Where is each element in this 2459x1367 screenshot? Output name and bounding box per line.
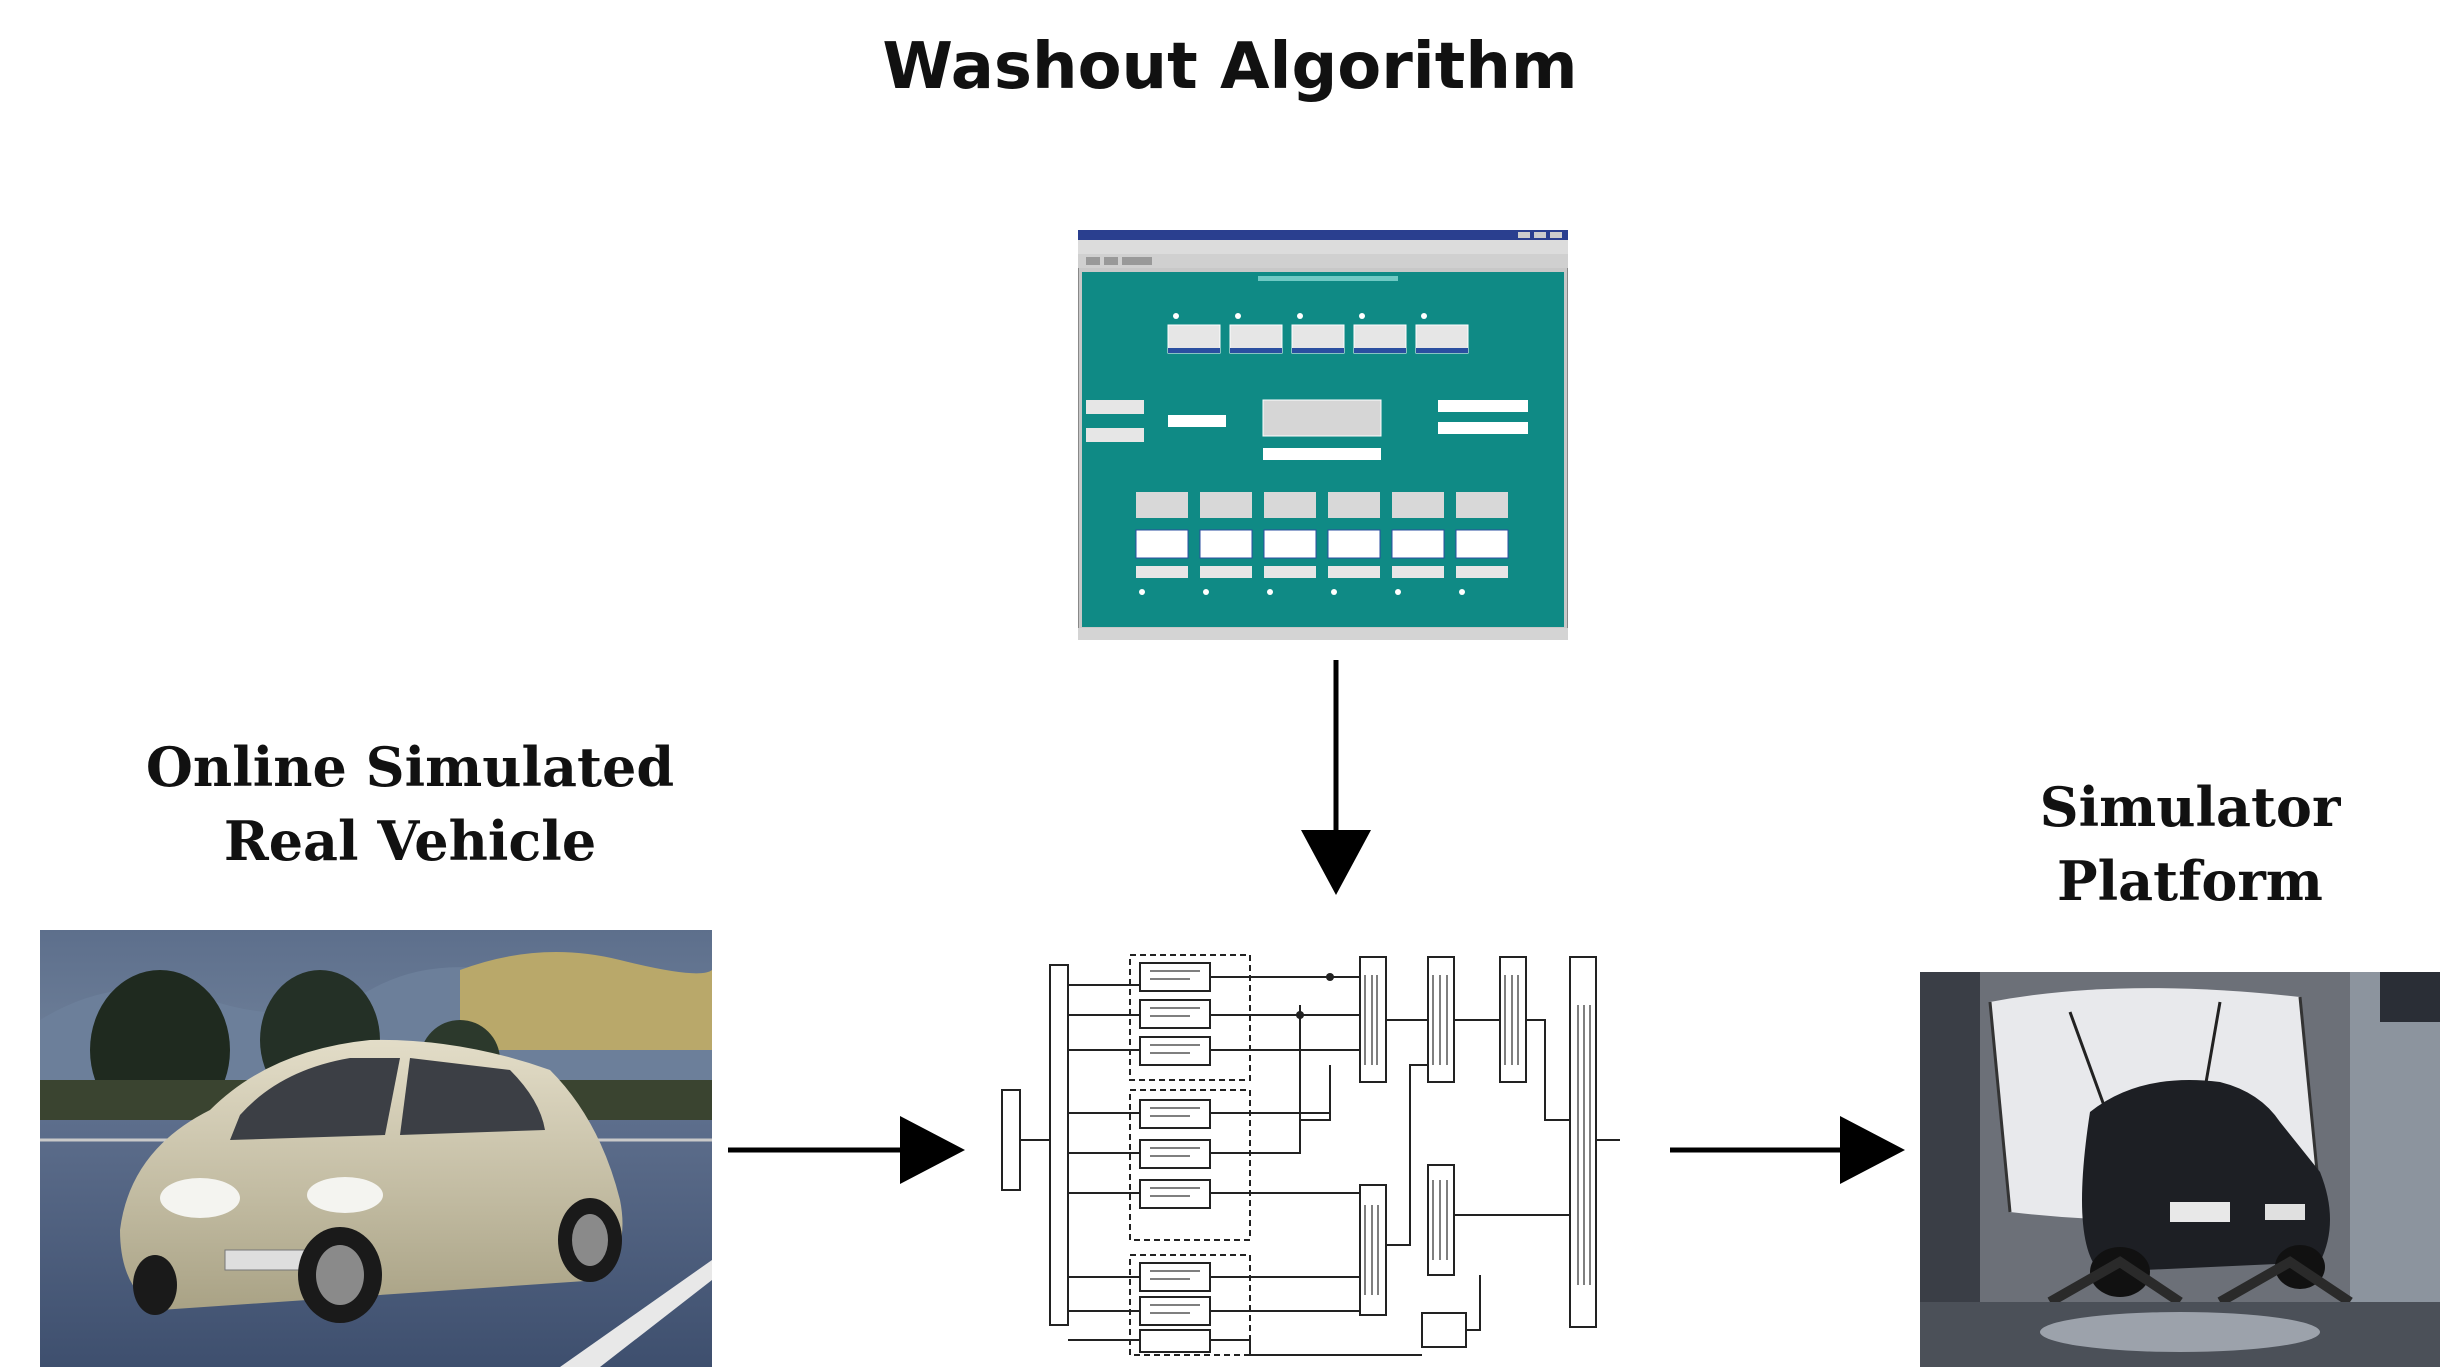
washout-block-diagram <box>1001 954 1620 1356</box>
vehicle-label: Online Simulated Real Vehicle <box>100 730 720 878</box>
washout-gui-screenshot <box>1078 230 1568 640</box>
platform-label-line1: Simulator <box>2039 775 2341 839</box>
diagram-title: Washout Algorithm <box>882 30 1578 104</box>
simulator-platform-photo <box>1920 972 2440 1367</box>
platform-label: Simulator Platform <box>1960 770 2420 918</box>
vehicle-label-line2: Real Vehicle <box>223 809 597 873</box>
platform-label-line2: Platform <box>2057 849 2323 913</box>
real-vehicle-photo <box>40 930 712 1367</box>
vehicle-label-line1: Online Simulated <box>145 735 675 799</box>
